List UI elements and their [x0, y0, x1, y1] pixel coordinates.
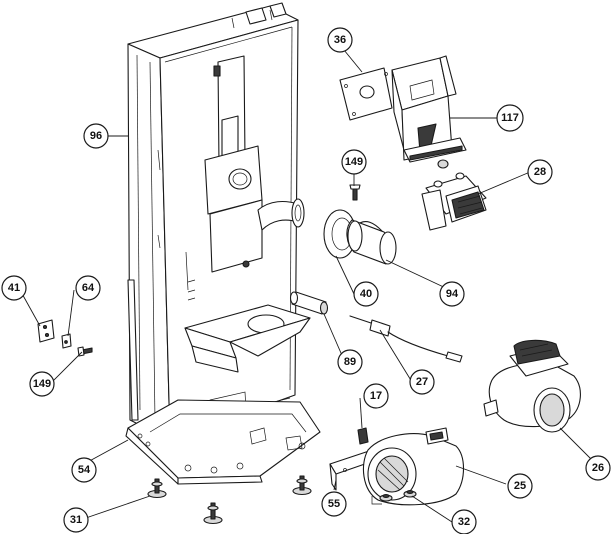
- callout-26: 26: [585, 455, 611, 481]
- callout-55: 55: [321, 491, 347, 517]
- callout-94-label: 94: [446, 288, 459, 300]
- leader-lines: [19, 49, 599, 523]
- burner-bracket-part: [391, 55, 467, 169]
- callout-32: 32: [451, 509, 477, 534]
- callout-54-label: 54: [78, 464, 91, 476]
- callout-64-label: 64: [82, 282, 95, 294]
- callout-40: 40: [353, 281, 379, 307]
- foot-right: [292, 475, 312, 496]
- callout-149-lower: 149: [29, 371, 55, 397]
- sensor-rod-part: [349, 315, 463, 363]
- callout-17: 17: [363, 383, 389, 409]
- flue-pipe-part: [346, 219, 397, 265]
- clip-64-part: [61, 333, 72, 349]
- callout-54: 54: [71, 457, 97, 483]
- callout-25: 25: [507, 473, 533, 499]
- callout-26-label: 26: [592, 462, 604, 474]
- callout-17-label: 17: [370, 390, 382, 402]
- spacer-tube-part: [289, 291, 329, 315]
- switch-17-part: [357, 427, 369, 445]
- callout-96: 96: [83, 123, 109, 149]
- callout-149-upper: 149: [341, 149, 367, 175]
- mounting-plate-part: [339, 67, 393, 121]
- leveling-foot-parts: [147, 475, 312, 525]
- callout-117-label: 117: [501, 112, 519, 124]
- grommets-32-part: [379, 489, 417, 502]
- callout-31: 31: [63, 507, 89, 533]
- callout-27: 27: [409, 369, 435, 395]
- callout-117: 117: [496, 104, 524, 132]
- callout-40-label: 40: [360, 288, 372, 300]
- screw-upper-part: [349, 184, 361, 201]
- callout-89-label: 89: [344, 356, 356, 368]
- blower-25-part: [362, 427, 465, 506]
- callout-41-label: 41: [8, 282, 20, 294]
- inducer-blower-26-part: [483, 339, 581, 433]
- callout-149-lower-label: 149: [33, 378, 51, 390]
- callout-41: 41: [1, 275, 27, 301]
- callout-64: 64: [75, 275, 101, 301]
- callout-28: 28: [527, 159, 553, 185]
- callout-55-label: 55: [328, 498, 340, 510]
- cabinet-frame-part: [127, 2, 311, 441]
- callout-149-upper-label: 149: [345, 156, 363, 168]
- callout-28-label: 28: [534, 166, 546, 178]
- screw-lower-part: [77, 346, 93, 357]
- small-bracket-41-part: [37, 319, 55, 343]
- callout-89: 89: [337, 349, 363, 375]
- foot-left: [147, 478, 167, 499]
- callout-25-label: 25: [514, 480, 526, 492]
- callout-94: 94: [439, 281, 465, 307]
- gas-valve-part: [421, 172, 487, 231]
- callout-36: 36: [327, 27, 353, 53]
- callout-31-label: 31: [70, 514, 82, 526]
- callout-96-label: 96: [90, 130, 102, 142]
- callout-27-label: 27: [416, 376, 428, 388]
- base-plate-part: [125, 399, 321, 485]
- callout-36-label: 36: [334, 34, 346, 46]
- foot-middle: [203, 502, 223, 525]
- callout-32-label: 32: [458, 516, 470, 528]
